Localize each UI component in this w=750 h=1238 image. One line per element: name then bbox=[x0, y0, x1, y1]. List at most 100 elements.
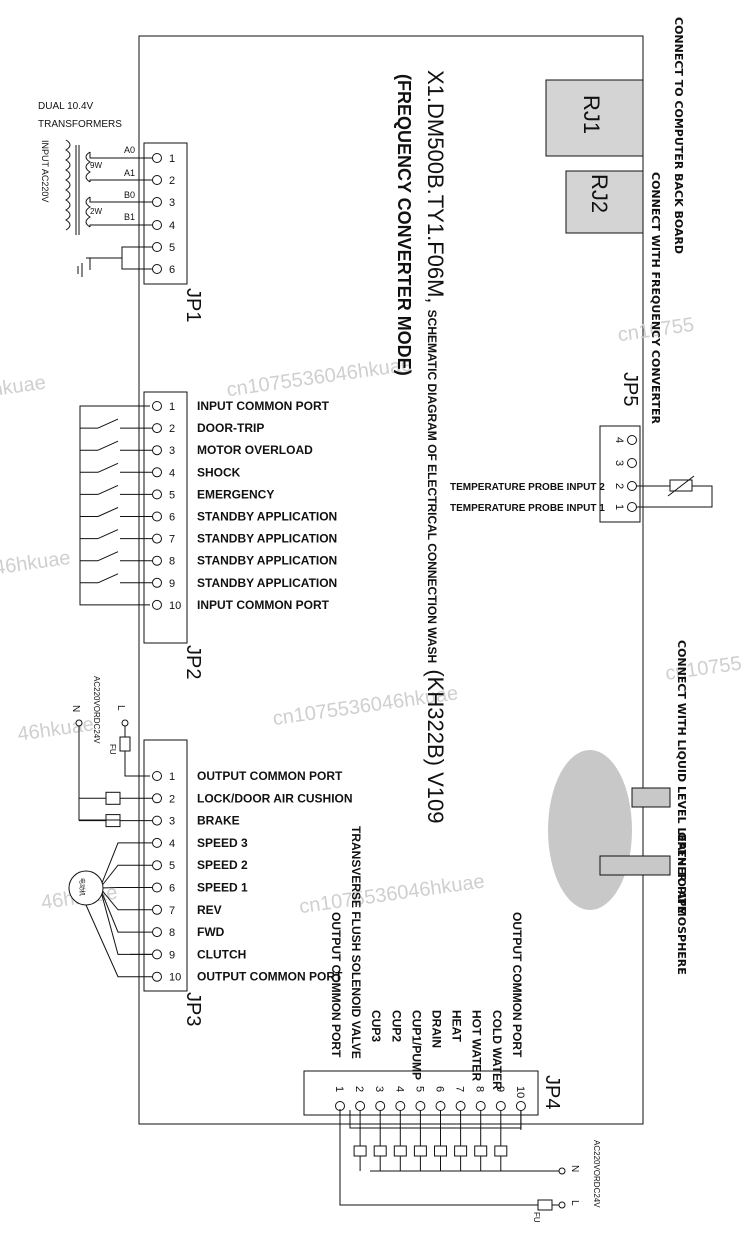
switch-contact bbox=[97, 440, 119, 451]
motor-symbol bbox=[68, 870, 104, 906]
jp3-pin-number: 8 bbox=[169, 927, 175, 939]
jp2-pin-label: STANDBY APPLICATION bbox=[197, 532, 337, 546]
winding-a-label: 9W bbox=[90, 161, 102, 170]
jp2-pin-label: STANDBY APPLICATION bbox=[197, 554, 337, 568]
jp3-pin-number: 3 bbox=[169, 816, 175, 828]
jp2-pin-label: EMERGENCY bbox=[197, 487, 274, 501]
jp4-pin bbox=[435, 1101, 446, 1111]
relay-coil bbox=[413, 1145, 427, 1157]
tap-label: B0 bbox=[124, 190, 135, 200]
relay-coil bbox=[434, 1145, 447, 1157]
jp2-pin-number: 1 bbox=[169, 401, 175, 413]
jp2-pin bbox=[152, 511, 162, 522]
rj2-label: RJ2 bbox=[587, 174, 612, 213]
jp4-pin-number: 7 bbox=[454, 1086, 466, 1092]
jp3-pin-number: 9 bbox=[169, 949, 175, 961]
jp1-pin bbox=[152, 175, 162, 185]
relay-coil bbox=[105, 791, 121, 805]
jp4-pin-label: OUTPUT COMMON PORT bbox=[329, 912, 343, 1058]
jp2-switch-wiring bbox=[79, 405, 152, 606]
jp4-pin-number: 6 bbox=[434, 1086, 446, 1092]
jp4-pin bbox=[455, 1101, 466, 1111]
relay-coil bbox=[474, 1145, 488, 1157]
liquid-level-label: CONNECT WITH LIQUID LEVEL LEATHER PIPE bbox=[675, 640, 688, 914]
jp4-pin-label: CUP1/PUMP bbox=[409, 1010, 423, 1080]
jp3-pin bbox=[152, 815, 162, 826]
winding-b-label: 2W bbox=[90, 207, 102, 216]
jp1-pin bbox=[152, 242, 162, 252]
jp3-pin-number: 7 bbox=[169, 905, 175, 917]
jp3-load-wiring bbox=[79, 791, 152, 978]
jp2-connector bbox=[143, 391, 188, 644]
jp5-pin bbox=[627, 502, 637, 512]
switch-contact bbox=[97, 551, 119, 562]
jp3-supply-voltage: AC220VORDC24V bbox=[92, 676, 101, 744]
jp1-label: JP1 bbox=[182, 288, 204, 322]
jp2-pin-number: 8 bbox=[169, 556, 175, 568]
jp3-pin-label: LOCK/DOOR AIR CUSHION bbox=[197, 791, 353, 805]
temperature-probe bbox=[636, 475, 713, 508]
jp1-pin bbox=[152, 264, 162, 274]
jp4-pin-label: HOT WATER bbox=[470, 1010, 484, 1081]
jp3-pin-label: OUTPUT COMMON PORT bbox=[197, 769, 343, 783]
jp5-pin bbox=[627, 458, 637, 468]
jp5-label: JP5 bbox=[619, 372, 641, 406]
jp2-pin-number: 9 bbox=[169, 578, 175, 590]
watermark: cn1075536046hkuae bbox=[225, 354, 413, 402]
jp3-pin bbox=[152, 837, 162, 848]
board-mode: (FREQUENCY CONVERTER MODE) bbox=[394, 74, 414, 376]
tap-label: A1 bbox=[124, 168, 135, 178]
jp1-pin-number: 6 bbox=[169, 264, 175, 276]
switch-contact bbox=[97, 529, 119, 540]
jp5-pin-number: 1 bbox=[613, 504, 625, 510]
jp4-pin-number: 9 bbox=[494, 1086, 506, 1092]
jp3-pin-label: BRAKE bbox=[197, 814, 240, 828]
transformer-secondary-coil-a bbox=[85, 151, 91, 183]
jp4-pin bbox=[395, 1101, 406, 1111]
jp3-pin-number: 2 bbox=[169, 793, 175, 805]
jp4-connector bbox=[303, 1070, 539, 1116]
watermark: 46hkuae bbox=[0, 372, 47, 404]
jp3-pin-number: 5 bbox=[169, 860, 175, 872]
jp4-pin-label: CUP3 bbox=[369, 1010, 383, 1042]
jp4-pin-label: TRANSVERSE FLUSH SOLENOID VALVE bbox=[349, 826, 363, 1059]
switch-contact bbox=[97, 507, 119, 517]
jp4-supply-voltage: AC220VORDC24V bbox=[592, 1140, 601, 1208]
jp2-pin-number: 4 bbox=[169, 467, 175, 479]
jp4-pin bbox=[355, 1101, 366, 1111]
transformer-title: DUAL 10.4V bbox=[38, 101, 94, 112]
jp4-label: JP4 bbox=[541, 1075, 563, 1109]
jp4-pin bbox=[515, 1101, 526, 1111]
switch-contact bbox=[97, 484, 119, 495]
jp3-pin bbox=[152, 882, 162, 893]
switch-contact bbox=[97, 418, 119, 429]
jp5-pin-label: TEMPERATURE PROBE INPUT 1 bbox=[450, 503, 605, 514]
jp3-pin-label: CLUTCH bbox=[197, 947, 246, 961]
jp4-pin-number: 10 bbox=[514, 1086, 526, 1098]
jp1-connector bbox=[143, 142, 188, 285]
atmosphere-pipe bbox=[599, 855, 671, 876]
rj1-description: CONNECT TO COMPUTER BACK BOARD bbox=[672, 17, 685, 254]
jp3-pin bbox=[152, 949, 162, 960]
jp4-pin bbox=[415, 1101, 426, 1111]
jp3-pin-label: OUTPUT COMMON PORT bbox=[197, 970, 343, 984]
transformer-title: TRANSFORMERS bbox=[38, 119, 122, 130]
jp1-pin-number: 4 bbox=[169, 220, 175, 232]
jp3-pin-number: 1 bbox=[169, 771, 175, 783]
relay-coil bbox=[353, 1145, 367, 1157]
jp1-pin-number: 3 bbox=[169, 197, 175, 209]
jp3-pin-label: SPEED 3 bbox=[197, 836, 248, 850]
jp2-pin-number: 10 bbox=[169, 600, 181, 612]
jp2-pin-label: INPUT COMMON PORT bbox=[197, 399, 330, 413]
jp5-connector bbox=[599, 425, 641, 523]
jp1-pin-number: 2 bbox=[169, 175, 175, 187]
jp2-pin-number: 7 bbox=[169, 534, 175, 546]
switch-contact bbox=[97, 462, 119, 473]
rj1-port bbox=[545, 79, 644, 157]
jp2-pin bbox=[152, 533, 162, 544]
jp4-pin bbox=[475, 1101, 486, 1111]
board-subtitle: SCHEMATIC DIAGRAM OF ELECTRICAL CONNECTI… bbox=[425, 310, 439, 664]
